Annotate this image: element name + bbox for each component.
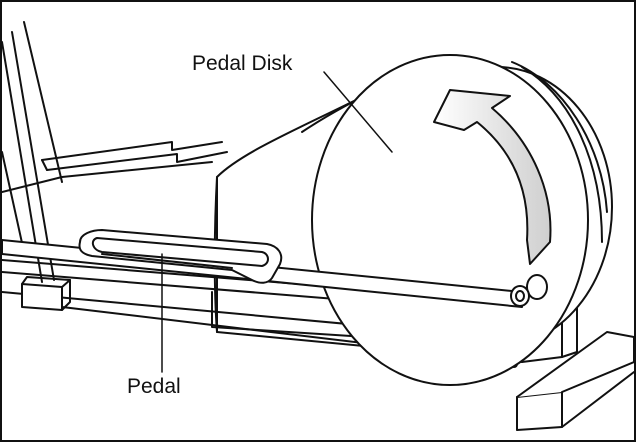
- pedal-disk-label: Pedal Disk: [192, 52, 293, 75]
- axle: [510, 274, 548, 307]
- frame-post-left: [2, 21, 63, 283]
- left-block: [21, 276, 71, 311]
- pedal-disk-leader: [323, 71, 393, 153]
- pedal-platform: [78, 229, 283, 284]
- rotation-arrow: [433, 89, 552, 265]
- pedal-label: Pedal: [127, 375, 181, 398]
- front-foot: [516, 331, 634, 431]
- back-rail: [2, 141, 228, 193]
